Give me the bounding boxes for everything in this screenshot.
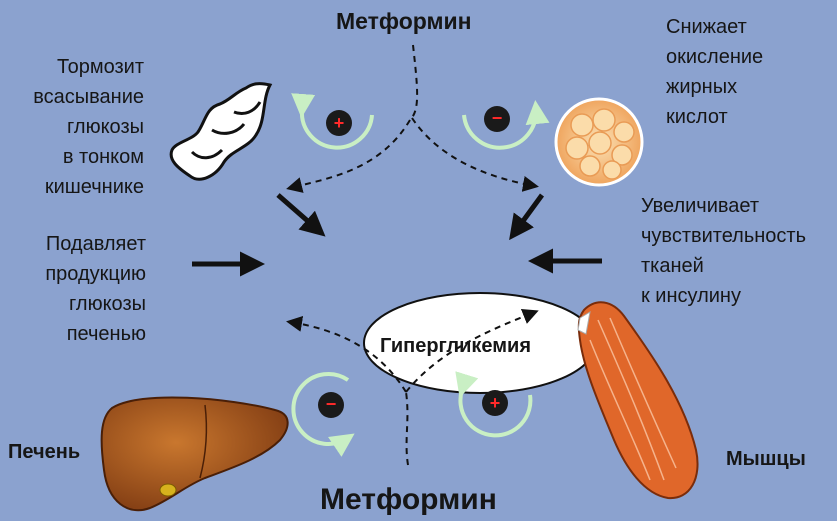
intestine-sign-badge: + [326,110,352,136]
hyperglycemia-label: Гипергликемия [380,331,531,361]
muscle-illustration [578,302,698,498]
top-metformin-title: Метформин [336,6,472,36]
liver-label: Печень [8,437,80,467]
fat-sign-badge: − [484,106,510,132]
bottom-metformin-title: Метформин [320,482,497,518]
muscle-label: Мышцы [726,444,806,474]
muscle-effect-label: Увеличивает чувствительность тканей к ин… [641,191,806,311]
fat-effect-label: Снижает окисление жирных кислот [666,12,763,132]
effect-arrows [192,195,602,264]
fat-cells-illustration [556,99,642,185]
liver-illustration [102,397,288,510]
liver-sign-badge: − [318,392,344,418]
intestine-effect-label: Тормозит всасывание глюкозы в тонком киш… [14,52,144,202]
intestine-illustration [171,84,270,180]
muscle-sign-badge: + [482,390,508,416]
liver-effect-label: Подавляет продукцию глюкозы печенью [14,229,146,349]
